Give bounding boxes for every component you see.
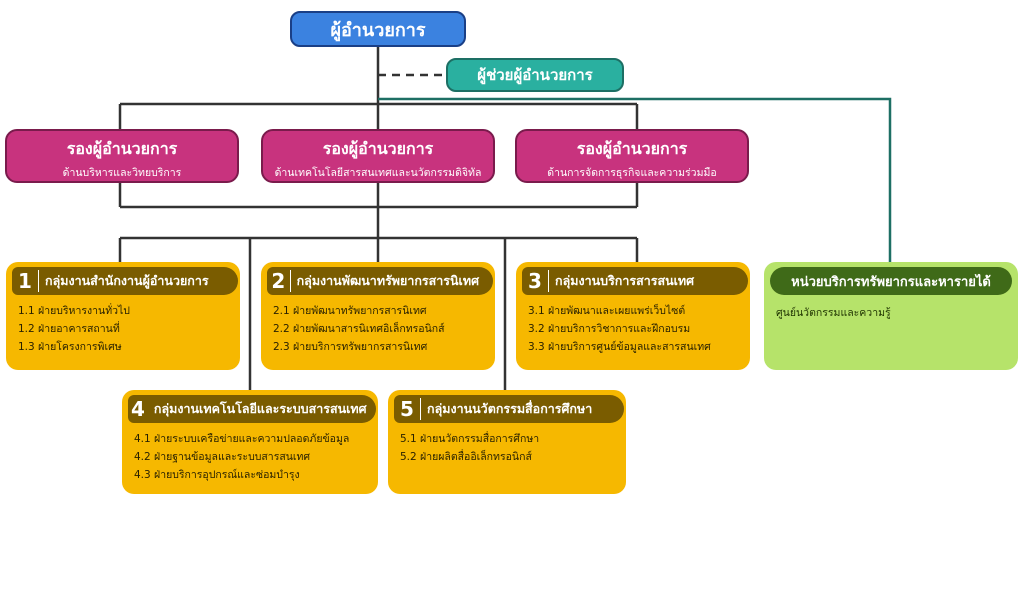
revenue-unit-box: หน่วยบริการทรัพยากรและหารายได้ ศูนย์นวัต… xyxy=(764,262,1018,370)
group-item: 1.2 ฝ่ายอาคารสถานที่ xyxy=(18,323,120,335)
group-item: 4.3 ฝ่ายบริการอุปกรณ์และซ่อมบำรุง xyxy=(134,469,300,481)
group-item: 2.1 ฝ่ายพัฒนาทรัพยากรสารนิเทศ xyxy=(273,305,427,317)
deputy-admin-box: รองผู้อำนวยการ ด้านบริหารและวิทยบริการ xyxy=(5,129,239,183)
group-item: 1.1 ฝ่ายบริหารงานทั่วไป xyxy=(18,305,130,317)
group-number: 4 xyxy=(131,397,145,421)
group-name: กลุ่มงานสำนักงานผู้อำนวยการ xyxy=(45,273,209,288)
group-4-box: 4 กลุ่มงานเทคโนโลยีและระบบสารสนเทศ 4.1 ฝ… xyxy=(122,390,378,494)
group-item: 1.3 ฝ่ายโครงการพิเศษ xyxy=(18,341,122,353)
group-number: 3 xyxy=(528,269,542,293)
revenue-unit-name: หน่วยบริการทรัพยากรและหารายได้ xyxy=(770,267,1012,295)
group-item: 4.1 ฝ่ายระบบเครือข่ายและความปลอดภัยข้อมู… xyxy=(134,433,350,445)
deputy-title: รองผู้อำนวยการ xyxy=(322,139,434,158)
group-item: 4.2 ฝ่ายฐานข้อมูลและระบบสารสนเทศ xyxy=(134,451,311,463)
group-header: 4 กลุ่มงานเทคโนโลยีและระบบสารสนเทศ xyxy=(128,395,376,423)
group-item: 5.2 ฝ่ายผลิตสื่ออิเล็กทรอนิกส์ xyxy=(400,451,532,463)
group-name: กลุ่มงานบริการสารสนเทศ xyxy=(555,273,695,288)
group-number: 2 xyxy=(271,269,286,293)
group-number: 1 xyxy=(18,269,32,293)
group-name: กลุ่มงานเทคโนโลยีและระบบสารสนเทศ xyxy=(153,401,367,416)
group-1-box: 1 กลุ่มงานสำนักงานผู้อำนวยการ 1.1 ฝ่ายบร… xyxy=(6,262,240,370)
group-item: 2.2 ฝ่ายพัฒนาสารนิเทศอิเล็กทรอนิกส์ xyxy=(273,323,445,335)
deputy-subtitle: ด้านเทคโนโลยีสารสนเทศและนวัตกรรมดิจิทัล xyxy=(274,167,482,179)
deputy-title: รองผู้อำนวยการ xyxy=(66,139,178,158)
group-item: 3.1 ฝ่ายพัฒนาและเผยแพร่เว็บไซต์ xyxy=(528,305,686,317)
group-3-box: 3 กลุ่มงานบริการสารสนเทศ 3.1 ฝ่ายพัฒนาแล… xyxy=(516,262,750,370)
director-title: ผู้อำนวยการ xyxy=(330,19,426,41)
assistant-director-box: ผู้ช่วยผู้อำนวยการ xyxy=(446,58,624,92)
group-5-box: 5 กลุ่มงานนวัตกรรมสื่อการศึกษา 5.1 ฝ่ายน… xyxy=(388,390,626,494)
assistant-director-title: ผู้ช่วยผู้อำนวยการ xyxy=(477,66,593,84)
group-item: 5.1 ฝ่ายนวัตกรรมสื่อการศึกษา xyxy=(400,433,540,445)
revenue-unit-item: ศูนย์นวัตกรรมและความรู้ xyxy=(776,307,891,319)
director-box: ผู้อำนวยการ xyxy=(290,11,466,47)
group-name: กลุ่มงานนวัตกรรมสื่อการศึกษา xyxy=(427,401,593,416)
deputy-subtitle: ด้านบริหารและวิทยบริการ xyxy=(62,167,182,179)
deputy-subtitle: ด้านการจัดการธุรกิจและความร่วมมือ xyxy=(547,167,717,179)
group-name: กลุ่มงานพัฒนาทรัพยากรสารนิเทศ xyxy=(296,273,479,288)
group-header: 2 กลุ่มงานพัฒนาทรัพยากรสารนิเทศ xyxy=(267,267,493,295)
group-number: 5 xyxy=(400,397,414,421)
deputy-business-box: รองผู้อำนวยการ ด้านการจัดการธุรกิจและควา… xyxy=(515,129,749,183)
group-2-box: 2 กลุ่มงานพัฒนาทรัพยากรสารนิเทศ 2.1 ฝ่าย… xyxy=(261,262,495,370)
deputy-it-box: รองผู้อำนวยการ ด้านเทคโนโลยีสารสนเทศและน… xyxy=(261,129,495,183)
group-item: 2.3 ฝ่ายบริการทรัพยากรสารนิเทศ xyxy=(273,341,428,353)
group-header: 3 กลุ่มงานบริการสารสนเทศ xyxy=(522,267,748,295)
group-header: 5 กลุ่มงานนวัตกรรมสื่อการศึกษา xyxy=(394,395,624,423)
deputy-title: รองผู้อำนวยการ xyxy=(576,139,688,158)
group-header: 1 กลุ่มงานสำนักงานผู้อำนวยการ xyxy=(12,267,238,295)
group-item: 3.3 ฝ่ายบริการศูนย์ข้อมูลและสารสนเทศ xyxy=(528,341,711,353)
group-item: 3.2 ฝ่ายบริการวิชาการและฝึกอบรม xyxy=(528,323,691,335)
